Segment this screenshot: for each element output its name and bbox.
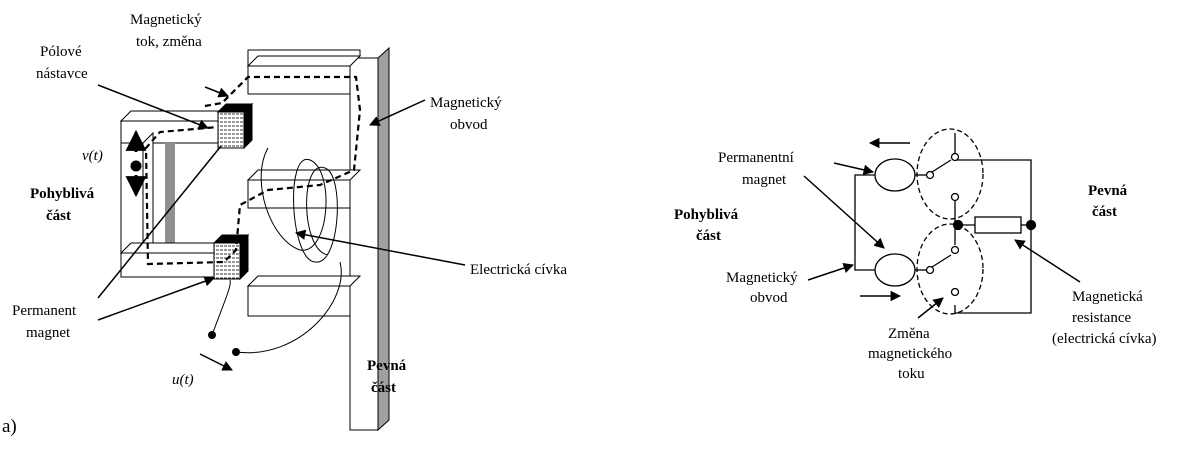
flux-path-left [144,75,362,266]
leader-magnet-2 [97,145,222,299]
label-velocity: v(t) [82,148,103,164]
leader-permanent-magnet-1 [833,162,875,175]
label-flux-change-r2: magnetického [868,346,952,362]
permanent-magnet-bottom [874,253,916,287]
leader-magnetic-circuit [807,263,854,281]
label-resistance-2: resistance [1072,310,1131,326]
leader-magnet-1 [97,276,215,321]
panel-label: a) [2,416,17,437]
label-electric-coil: Electrická cívka [470,262,567,278]
coil-lead-2 [235,261,342,354]
left-diagram [97,46,466,432]
label-pole-pieces-1: Pólové [40,44,82,60]
permanent-magnet-top [216,102,254,150]
junction-dot [1025,219,1037,231]
permanent-magnet-bottom [212,233,250,281]
leader-coil [294,229,466,266]
label-flux-change-r1: Změna [888,326,930,342]
terminal-dot [208,331,216,339]
switch-top-blade [931,159,952,173]
switch-bottom-blade [931,254,952,268]
leader-flux-change [917,297,944,319]
label-permanent-magnet-1: Permanent [12,303,77,319]
circuit-outer [854,174,876,271]
velocity-dot [130,160,142,172]
label-flux-change-r3: toku [898,366,925,382]
label-fixed-part-1: Pevná [367,358,407,374]
label-permanent-magnet-r1: Permanentní [718,150,794,166]
contact [950,245,960,255]
permanent-magnet-top [874,158,916,192]
leader-flux [204,86,229,98]
coil-windings [260,147,338,263]
terminal-dot [232,348,240,356]
label-moving-part-r1: Pohyblivá [674,207,739,223]
dashed-circle-top [916,128,984,220]
contact [925,265,935,275]
label-fixed-part-r1: Pevná [1088,183,1128,199]
contact [925,170,935,180]
label-flux-change-1: Magnetický [130,12,202,28]
label-magnetic-circuit-1: Magnetický [430,95,502,111]
contact [950,152,960,162]
label-flux-change-2: tok, změna [136,34,202,50]
label-moving-part-2: část [46,208,71,224]
label-magnetic-circuit-2: obvod [450,117,488,133]
leader-pole-pieces [97,84,209,130]
label-fixed-part-2: část [371,380,396,396]
leader-permanent-magnet-2 [803,175,885,249]
label-magnetic-circuit-r2: obvod [750,290,788,306]
label-resistance-1: Magnetická [1072,289,1143,305]
label-permanent-magnet-r2: magnet [742,172,787,188]
leader-resistance [1014,239,1081,283]
contact [950,287,960,297]
label-pole-pieces-2: nástavce [36,66,88,82]
label-voltage: u(t) [172,372,194,388]
label-fixed-part-r2: část [1092,204,1117,220]
dashed-circle-bottom [916,223,984,315]
label-magnetic-circuit-r1: Magnetický [726,270,798,286]
magnetic-resistance [974,216,1022,234]
right-diagram [803,128,1081,319]
label-resistance-3: (electrická cívka) [1052,331,1157,347]
moving-yoke [119,110,230,278]
label-moving-part-r2: část [696,228,721,244]
label-permanent-magnet-2: magnet [26,325,71,341]
coil-lead-1 [211,279,231,336]
voltage-arrow [199,353,233,371]
contact [950,192,960,202]
label-moving-part-1: Pohyblivá [30,186,95,202]
leader-magnetic-circuit [369,99,426,126]
